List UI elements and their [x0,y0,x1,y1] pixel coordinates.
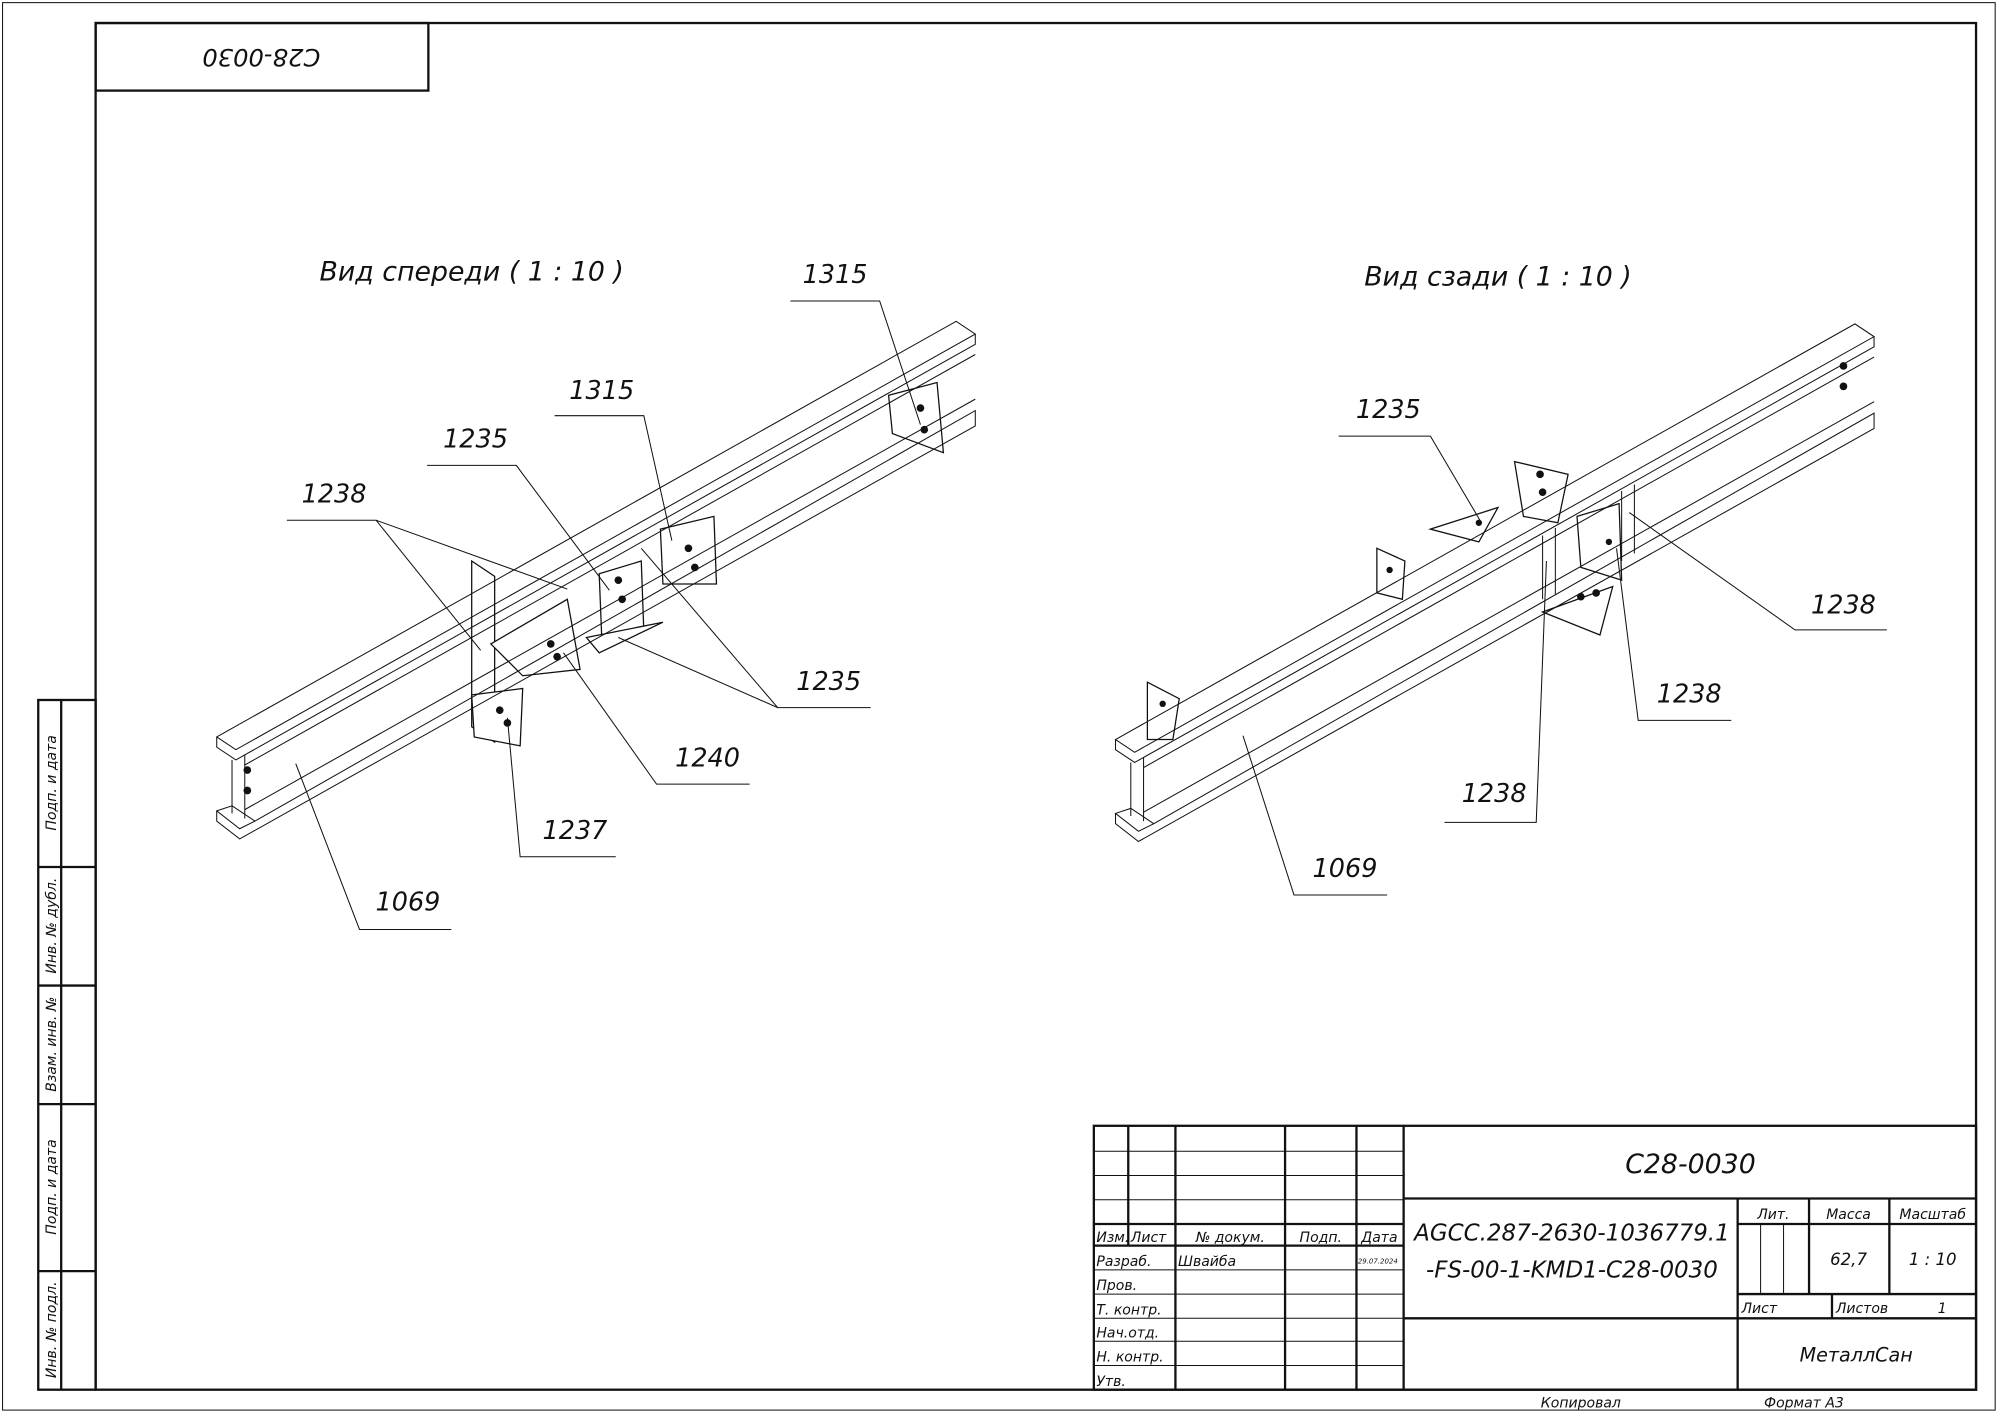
callout-label: 1069 [1313,854,1378,884]
hdr-list: Лист [1130,1230,1167,1246]
view-title-back: Вид сзади ( 1 : 10 ) [1364,262,1632,293]
i-beam-front-view [215,320,977,840]
callout-label: 1238 [302,479,367,509]
company-name: МеталлСан [1800,1344,1913,1367]
callout-label: 1238 [1811,590,1876,620]
scale-label: Масштаб [1899,1207,1966,1223]
role-label: Т. контр. [1096,1302,1161,1318]
rotated-code: C28-0030 [202,43,320,71]
role-label: Пров. [1096,1278,1137,1294]
hdr-doc: № докум. [1195,1230,1265,1246]
side-strip: Подп. и дата Инв. № дубл. Взам. инв. № П… [37,698,97,1391]
format-label: Формат А3 [1764,1396,1844,1412]
sheet-label: Лист [1740,1301,1777,1317]
designation: C28-0030 [1625,1149,1756,1180]
side-label: Инв. № подл. [44,1281,60,1378]
sheets-value: 1 [1938,1301,1947,1317]
mass-value: 62,7 [1830,1250,1867,1269]
side-label: Инв. № дубл. [44,878,60,974]
view-title-front: Вид спереди ( 1 : 10 ) [320,257,624,288]
side-label: Подп. и дата [44,1139,60,1234]
callout-label: 1238 [1462,779,1527,809]
scale-value: 1 : 10 [1909,1250,1957,1269]
callout-label: 1240 [675,743,740,773]
developer-date: 29.07.2024 [1358,1256,1398,1265]
code-box [94,21,430,92]
developer-name: Швайба [1178,1254,1236,1270]
callout-label: 1315 [803,260,868,290]
callout-label: 1238 [1657,680,1722,710]
callout-label: 1235 [796,667,861,697]
copied-label: Копировал [1541,1396,1621,1412]
role-label: Утв. [1096,1374,1125,1390]
hdr-izm: Изм. [1096,1230,1129,1246]
sheets-label: Листов [1835,1301,1888,1317]
mass-label: Масса [1826,1207,1871,1223]
callout-label: 1235 [443,425,508,455]
doc-number-1: AGCC.287-2630-1036779.1 [1412,1221,1730,1247]
role-label: Разраб. [1096,1254,1151,1270]
i-beam-back-view [1114,323,1876,843]
hdr-sign: Подп. [1300,1230,1342,1246]
side-label: Взам. инв. № [44,997,60,1092]
role-label: Нач.отд. [1096,1325,1159,1341]
callout-label: 1315 [569,376,634,406]
hdr-date: Дата [1360,1230,1397,1246]
side-label: Подп. и дата [44,735,60,830]
callouts-front: 1315 1315 1235 1238 1235 1240 1237 1069 [286,260,921,930]
role-label: Н. контр. [1096,1350,1163,1366]
lit-label: Лит. [1756,1207,1789,1223]
doc-number-2: -FS-00-1-KMD1-C28-0030 [1426,1258,1718,1284]
callout-label: 1235 [1356,395,1421,425]
title-block: Изм. Лист № докум. Подп. Дата Разраб. Пр… [1092,1124,1978,1412]
callout-label: 1069 [376,887,441,917]
callout-label: 1237 [543,816,608,846]
callouts-back: 1235 1238 1238 1238 1069 [1242,395,1887,896]
